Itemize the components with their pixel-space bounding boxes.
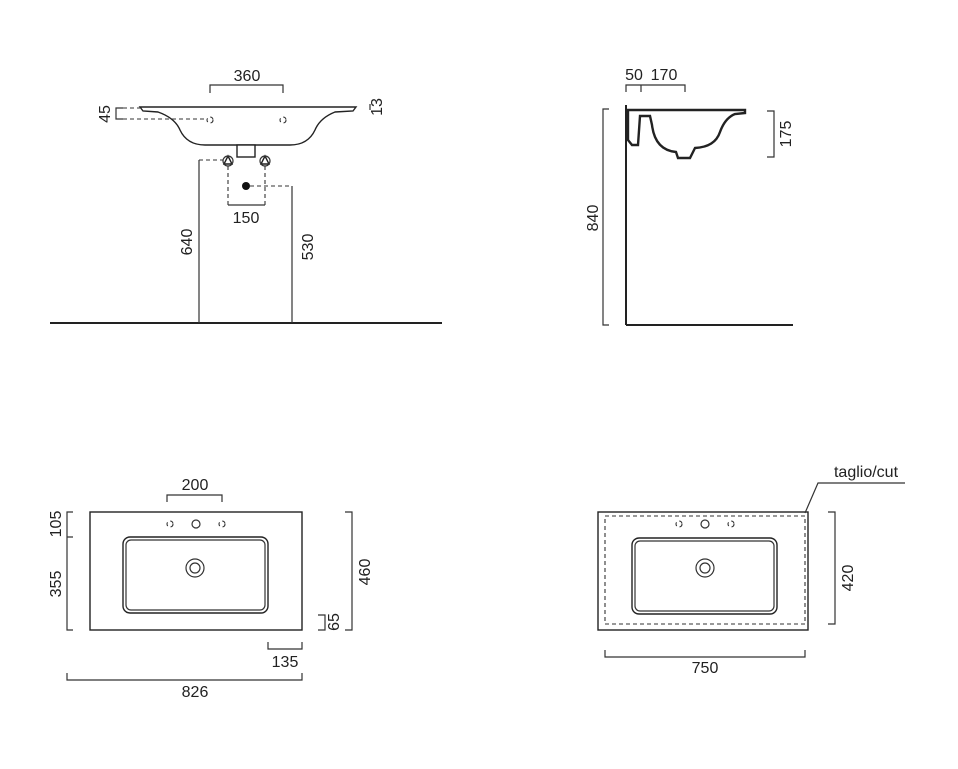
drain-inner <box>189 562 201 574</box>
bowl-inner <box>125 539 266 611</box>
side-view: 50 170 840 175 <box>585 67 795 326</box>
top-view: 200 105 355 460 65 135 826 <box>48 477 374 701</box>
dim-640: 640 <box>179 229 196 256</box>
tap-hole <box>206 116 214 124</box>
drain-icon <box>695 558 715 578</box>
dim-420: 420 <box>840 565 857 592</box>
cut-line <box>604 515 806 625</box>
dim-360: 360 <box>234 68 261 85</box>
basin-front-outline <box>138 106 358 146</box>
tap-hole <box>166 520 174 528</box>
dim-105: 105 <box>48 511 65 538</box>
dim-175: 175 <box>778 121 795 148</box>
bowl-inner <box>634 540 775 612</box>
tap-hole <box>191 519 201 529</box>
dim-170: 170 <box>651 67 678 84</box>
cut-leader-line <box>804 482 905 514</box>
fixing-anchor-icon <box>222 154 234 165</box>
dim-bracket-460 <box>345 511 353 631</box>
drain-trap <box>236 144 256 158</box>
front-view: 360 45 13 150 640 530 <box>50 68 442 324</box>
dim-bracket-420 <box>828 511 836 625</box>
dim-bracket-175 <box>767 110 775 158</box>
tap-hole <box>675 520 683 528</box>
dim-826: 826 <box>182 684 209 701</box>
tap-hole <box>727 520 735 528</box>
dim-bracket-840 <box>602 108 609 326</box>
dim-50: 50 <box>625 67 643 84</box>
dim-135: 135 <box>272 654 299 671</box>
dim-530: 530 <box>300 234 317 261</box>
cut-view: taglio/cut 420 750 <box>597 464 905 677</box>
dim-150: 150 <box>233 210 260 227</box>
dim-840: 840 <box>585 205 602 232</box>
bowl-outline <box>631 537 778 615</box>
dim-bracket-826 <box>66 673 303 681</box>
dim-65: 65 <box>326 613 343 631</box>
dim-bracket-45 <box>115 107 123 120</box>
basin-side-outline <box>626 108 747 160</box>
bowl-outline <box>122 536 269 614</box>
dim-bracket-200 <box>166 494 223 502</box>
fixing-anchor-icon <box>259 154 271 165</box>
tap-hole <box>279 116 287 124</box>
dim-13: 13 <box>369 98 386 116</box>
waste-outlet <box>242 182 250 190</box>
dim-bracket-135 <box>267 642 303 650</box>
cut-label: taglio/cut <box>834 464 899 481</box>
dim-460: 460 <box>357 559 374 586</box>
dim-bracket-750 <box>604 650 806 658</box>
dim-bracket-105-355 <box>66 511 73 631</box>
dim-bracket-50-170 <box>625 84 686 92</box>
tap-hole <box>218 520 226 528</box>
dim-bracket-65 <box>318 614 326 631</box>
dim-200: 200 <box>182 477 209 494</box>
dim-45: 45 <box>97 105 114 123</box>
tap-hole <box>700 519 710 529</box>
drain-icon <box>185 558 205 578</box>
dim-750: 750 <box>692 660 719 677</box>
dim-bracket-360 <box>209 84 284 93</box>
drain-inner <box>699 562 711 574</box>
dim-355: 355 <box>48 571 65 598</box>
